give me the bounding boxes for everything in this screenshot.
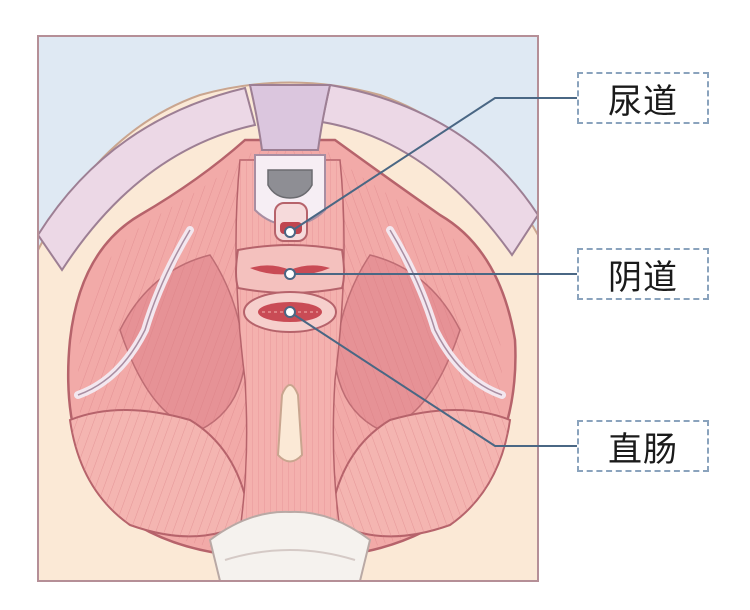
leader-line-urethra xyxy=(289,97,578,233)
marker-dot-vagina xyxy=(284,268,296,280)
leader-line-rectum xyxy=(289,311,578,447)
illustration-frame xyxy=(38,36,538,581)
anococcygeal-gap xyxy=(276,384,304,463)
coccyx xyxy=(208,510,372,581)
urethral-dome xyxy=(267,169,313,199)
frame-border xyxy=(37,35,539,582)
marker-dot-urethra xyxy=(284,226,296,238)
label-rectum: 直肠 xyxy=(577,420,709,472)
marker-dot-rectum xyxy=(284,306,296,318)
label-vagina: 阴道 xyxy=(577,248,709,300)
label-rectum-text: 直肠 xyxy=(608,429,678,470)
pubic-symphysis xyxy=(248,84,332,151)
leader-lines xyxy=(289,97,578,447)
arcus-left xyxy=(38,86,257,272)
label-urethra-text: 尿道 xyxy=(608,81,678,122)
label-urethra: 尿道 xyxy=(577,72,709,124)
label-vagina-text: 阴道 xyxy=(608,257,678,298)
